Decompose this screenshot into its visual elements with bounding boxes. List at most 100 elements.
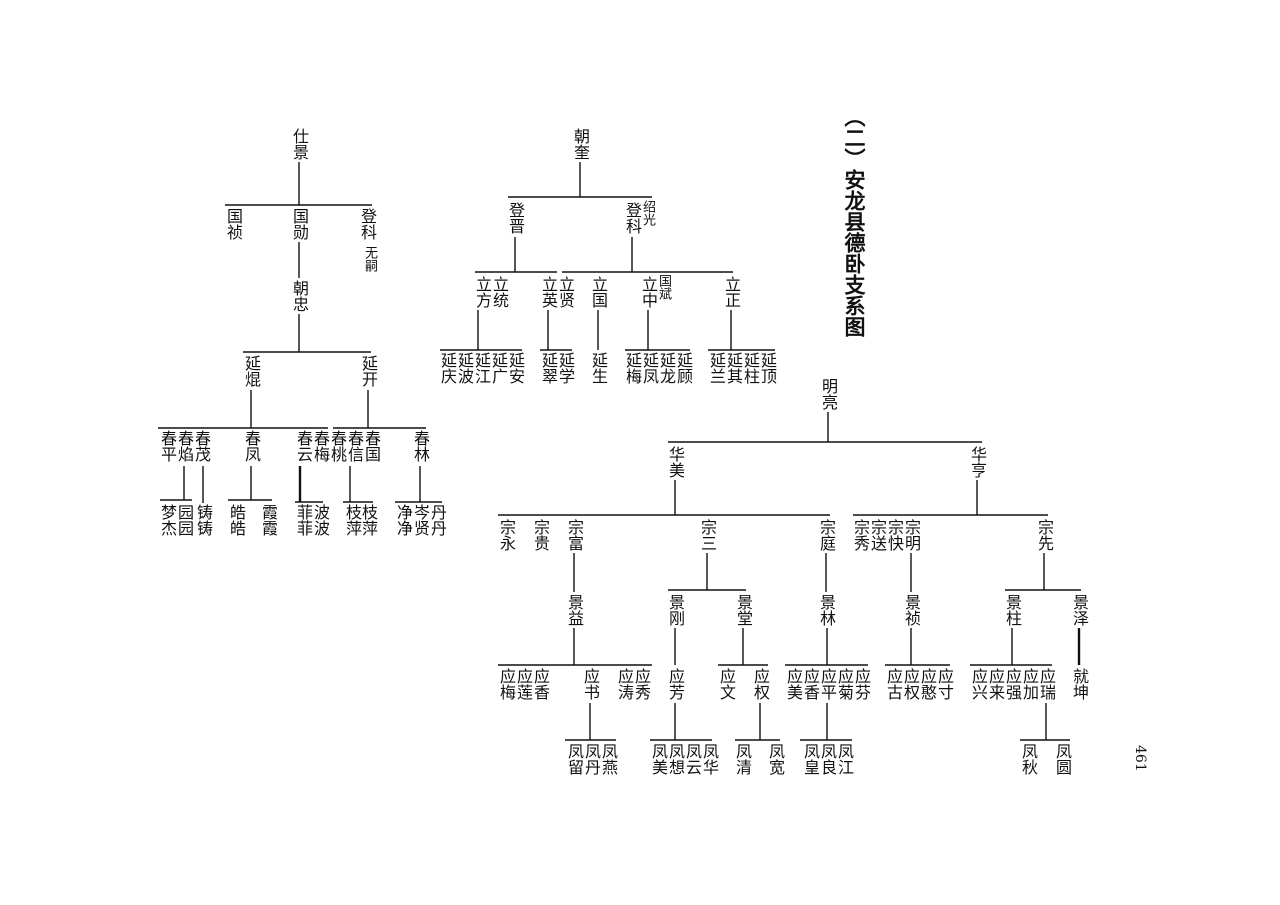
person-name: 宗快 — [885, 519, 904, 551]
person-name: 延安 — [506, 352, 525, 384]
person-name: 凤江 — [835, 743, 854, 775]
person-name: 应书 — [581, 668, 600, 700]
person-name: 春凤 — [242, 430, 261, 462]
person-name: 应古 — [884, 668, 903, 700]
person-name: 立统 — [490, 276, 509, 308]
person-name: 应兴 — [969, 668, 988, 700]
person-name: 宗先 — [1035, 519, 1054, 551]
person-name: 凤清 — [733, 743, 752, 775]
person-name: 华亨 — [968, 446, 987, 478]
person-name: 凤皇 — [801, 743, 820, 775]
person-name: 凤良 — [818, 743, 837, 775]
person-name: 凤宽 — [766, 743, 785, 775]
person-name: 立正 — [722, 276, 741, 308]
person-name: 凤美 — [649, 743, 668, 775]
person-name: 景堂 — [734, 594, 753, 626]
tree2-connectors — [440, 162, 775, 351]
person-name: 应文 — [717, 668, 736, 700]
person-name: 应来 — [986, 668, 1005, 700]
person-name: 延生 — [589, 352, 608, 384]
person-name: 波波 — [311, 504, 330, 536]
person-name: 登科 — [623, 202, 642, 234]
person-name: 立英 — [539, 276, 558, 308]
person-name: 朝奎 — [571, 128, 590, 160]
person-name: 应涛 — [615, 668, 634, 700]
person-name: 宗明 — [902, 519, 921, 551]
person-name: 宗贵 — [531, 519, 550, 551]
person-name: 延龙 — [657, 352, 676, 384]
person-name: 延开 — [359, 355, 378, 387]
person-name: 景柱 — [1003, 594, 1022, 626]
person-name: 春茂 — [192, 430, 211, 462]
tree1-connectors — [158, 162, 442, 503]
person-name: 应菊 — [835, 668, 854, 700]
person-name: 景刚 — [666, 594, 685, 626]
person-name: 凤丹 — [582, 743, 601, 775]
person-name: 宗送 — [868, 519, 887, 551]
person-name: 凤云 — [683, 743, 702, 775]
page-number: 461 — [1132, 745, 1148, 772]
person-name: 国勋 — [290, 208, 309, 240]
person-name: 华美 — [666, 446, 685, 478]
person-name: 应美 — [784, 668, 803, 700]
person-name: 立方 — [473, 276, 492, 308]
person-name: 延庆 — [438, 352, 457, 384]
person-name: 霞霞 — [259, 504, 278, 536]
person-name: 春焰 — [175, 430, 194, 462]
person-name: 应强 — [1003, 668, 1022, 700]
person-name: 应莲 — [514, 668, 533, 700]
person-name: 宗三 — [698, 519, 717, 551]
person-name: 延翠 — [539, 352, 558, 384]
person-name: 景泽 — [1070, 594, 1089, 626]
person-name: 应芳 — [666, 668, 685, 700]
person-name: 延凤 — [640, 352, 659, 384]
person-name: 宗富 — [565, 519, 584, 551]
person-name: 仕景 — [290, 128, 309, 160]
person-name: 国祯 — [224, 208, 243, 240]
person-name: 枝萍 — [343, 504, 362, 536]
person-name: 宗永 — [497, 519, 516, 551]
alternate-name: 绍光 — [640, 200, 655, 226]
person-name: 凤秋 — [1019, 743, 1038, 775]
person-name: 凤想 — [666, 743, 685, 775]
person-name: 铸铸 — [194, 504, 213, 536]
person-name: 春云 — [294, 430, 313, 462]
person-name: 延学 — [556, 352, 575, 384]
person-name: 春平 — [158, 430, 177, 462]
person-name: 凤留 — [565, 743, 584, 775]
person-name: 春国 — [362, 430, 381, 462]
alternate-name: 国斌 — [656, 274, 671, 300]
person-name: 春信 — [345, 430, 364, 462]
person-name: 登晋 — [506, 202, 525, 234]
page-title: （二）安龙县德卧支系图 — [842, 106, 866, 337]
person-name: 延焜 — [242, 355, 261, 387]
person-name: 宗庭 — [817, 519, 836, 551]
person-name: 应香 — [531, 668, 550, 700]
person-name: 延广 — [489, 352, 508, 384]
person-name: 皓皓 — [227, 504, 246, 536]
person-name: 应憨 — [918, 668, 937, 700]
tree3-connectors — [498, 412, 1081, 741]
person-name: 凤燕 — [599, 743, 618, 775]
person-name: 应加 — [1020, 668, 1039, 700]
person-name: 延顶 — [758, 352, 777, 384]
person-name: 延柱 — [741, 352, 760, 384]
person-name: 应寸 — [935, 668, 954, 700]
person-name: 菲菲 — [294, 504, 313, 536]
person-name: 宗秀 — [851, 519, 870, 551]
person-name: 岑贤 — [411, 504, 430, 536]
person-name: 延兰 — [707, 352, 726, 384]
person-name: 应香 — [801, 668, 820, 700]
person-name: 延其 — [724, 352, 743, 384]
person-name: 应瑞 — [1037, 668, 1056, 700]
person-name: 立中 — [639, 276, 658, 308]
person-name: 延波 — [455, 352, 474, 384]
person-name: 延顾 — [674, 352, 693, 384]
person-name: 景祯 — [902, 594, 921, 626]
person-name: 应秀 — [632, 668, 651, 700]
person-name: 枝萍 — [359, 504, 378, 536]
person-name: 应梅 — [497, 668, 516, 700]
person-name: 园园 — [175, 504, 194, 536]
person-name: 就坤 — [1070, 668, 1089, 700]
